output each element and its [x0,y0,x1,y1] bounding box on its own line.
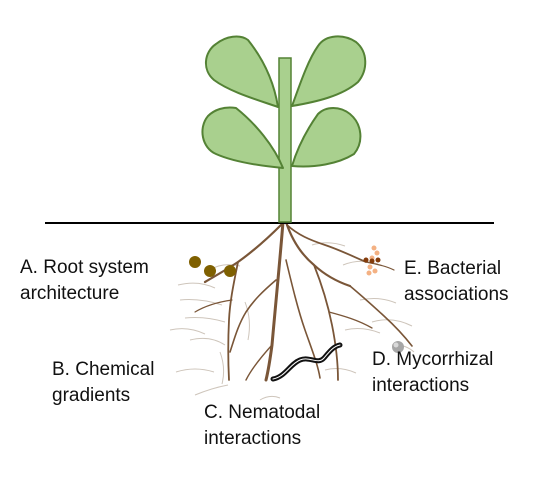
label-e-line2: associations [404,284,509,305]
label-d-line1: D. Mycorrhizal [372,349,494,370]
label-bacterial-associations: E. Bacterial associations [404,256,509,308]
label-e-line1: E. Bacterial [404,258,502,279]
leaf-lower-right [291,107,362,168]
label-mycorrhizal-interactions: D. Mycorrhizal interactions [372,347,493,399]
chemical-dot [224,265,236,277]
chemical-dots [189,256,236,277]
label-chemical-gradients: B. Chemical gradients [52,357,154,409]
label-a-line2: architecture [20,283,120,304]
leaf-lower-left [201,106,284,169]
leaves [201,35,367,169]
label-b-line1: B. Chemical [52,359,155,380]
leaf-upper-right [291,35,367,107]
label-a-line1: A. Root system [20,257,149,278]
label-root-system-architecture: A. Root system architecture [20,255,149,307]
label-nematodal-interactions: C. Nematodal interactions [204,400,320,452]
label-d-line2: interactions [372,375,470,396]
plant-stem [278,57,292,223]
label-c-line2: interactions [204,428,302,449]
nematode-highlight [272,344,341,380]
label-c-line1: C. Nematodal [204,402,321,423]
mycorrhiza-icon [392,341,404,353]
chemical-dot [189,256,201,268]
leaf-upper-left [205,35,279,108]
chemical-dot [204,265,216,277]
label-b-line2: gradients [52,385,131,406]
bacteria-icon [363,245,381,276]
main-roots [194,220,413,382]
